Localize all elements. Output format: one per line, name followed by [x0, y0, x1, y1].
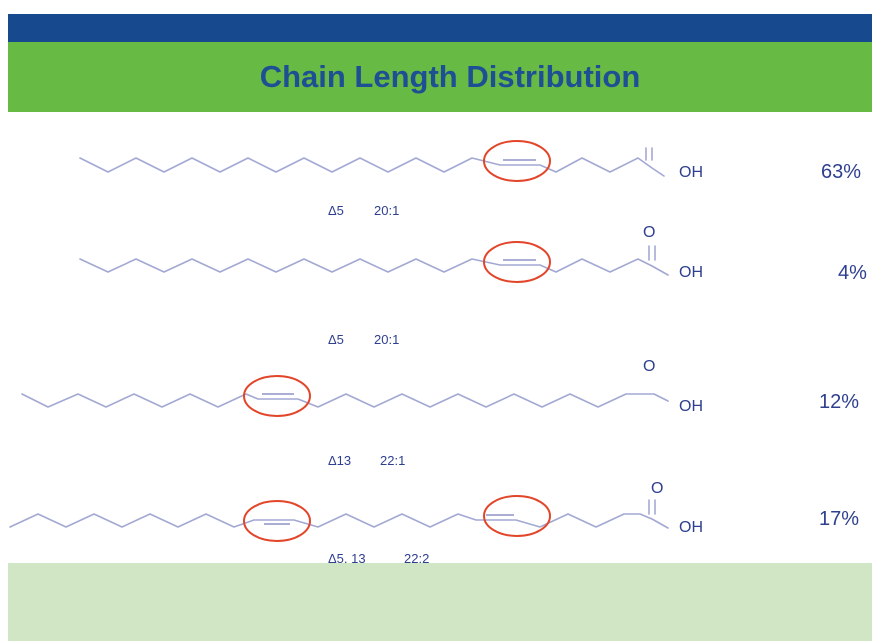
carbon-chain	[79, 157, 665, 177]
delta-position: Δ5	[328, 332, 344, 347]
percent-value: 12%	[819, 391, 859, 413]
carbon-chain	[21, 393, 669, 408]
molecule-row-3: O OH Δ13 22:1 12%	[21, 358, 859, 468]
double-bond-highlight	[483, 495, 551, 537]
title-band: Chain Length Distribution	[8, 42, 872, 112]
molecule-row-2: O OH Δ5 20:1 4%	[79, 224, 867, 347]
footer-band	[8, 563, 872, 641]
chain-notation: 20:1	[374, 332, 399, 347]
hydroxyl-label: OH	[679, 164, 703, 181]
hydroxyl-label: OH	[679, 264, 703, 281]
double-bond-highlight	[483, 241, 551, 283]
oxygen-label: O	[643, 358, 655, 375]
percent-value: 17%	[819, 508, 859, 530]
carbon-chain	[79, 258, 669, 276]
chain-notation: 20:1	[374, 203, 399, 218]
delta-position: Δ5	[328, 203, 344, 218]
oxygen-label: O	[643, 224, 655, 241]
percent-value: 4%	[838, 262, 867, 284]
chain-notation: 22:1	[380, 453, 405, 468]
double-bond-highlight	[483, 140, 551, 182]
header-band	[8, 14, 872, 42]
chain-notation: 22:2	[404, 551, 429, 566]
hydroxyl-label: OH	[679, 519, 703, 536]
percent-value: 63%	[821, 161, 861, 183]
molecule-row-4: O OH Δ5, 13 22:2 17%	[9, 480, 859, 566]
double-bond-highlight	[243, 375, 311, 417]
delta-position: Δ13	[328, 453, 351, 468]
oxygen-label: O	[651, 480, 663, 497]
molecule-row-1: OH Δ5 20:1 63%	[79, 140, 861, 218]
double-bond-highlight	[243, 500, 311, 542]
carbon-chain	[9, 513, 669, 529]
hydroxyl-label: OH	[679, 398, 703, 415]
delta-position: Δ5, 13	[328, 551, 366, 566]
page-title: Chain Length Distribution	[259, 59, 641, 94]
